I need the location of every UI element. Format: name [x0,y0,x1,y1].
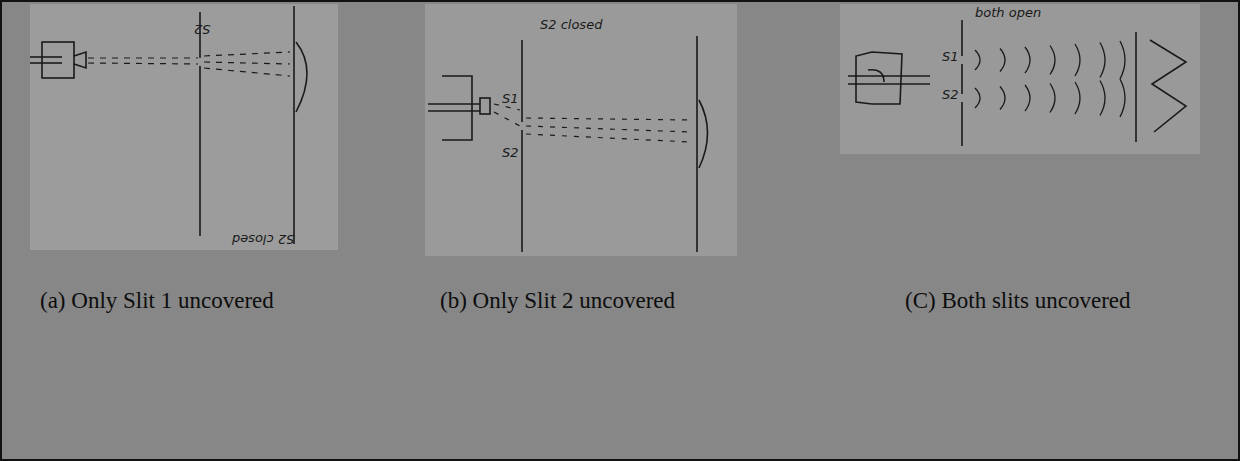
wavefront-arc [1050,84,1055,113]
slit-label: S2 [502,146,519,160]
wavefront-arc [1000,49,1005,72]
handwritten-note: both open [975,6,1041,20]
panel-caption: (a) Only Slit 1 uncovered [40,288,274,313]
wavefront-arc [1075,82,1080,114]
wavefront-arc [1100,81,1105,116]
photo-panel [30,4,338,250]
wavefront-arc [1025,85,1030,111]
wavefront-arc [1025,47,1030,73]
wavefront-arc [1100,43,1105,78]
wavefronts [975,41,1125,117]
photo-panel [840,4,1200,154]
slit-label: S1 [502,92,519,106]
handwritten-note: S2 closed [540,18,602,32]
wavefront-arc [1075,44,1080,76]
sketch-b [428,36,708,252]
wavefront-arc [1120,41,1125,79]
wavefront-arc [975,88,980,108]
sketch-a [30,6,307,244]
sketch-c [848,20,1186,146]
photo-panel [425,4,737,256]
panel-caption: (C) Both slits uncovered [905,288,1131,313]
slit-label: S1 [942,50,959,64]
handwritten-note: S2 closed [232,232,294,246]
wavefront-arc [1000,87,1005,110]
panel-caption: (b) Only Slit 2 uncovered [440,288,675,313]
slit-label: S2 [194,22,211,36]
slit-label: S2 [942,88,959,102]
wavefront-arc [1050,46,1055,75]
wavefront-arc [975,50,980,70]
wavefront-arc [1120,79,1125,117]
